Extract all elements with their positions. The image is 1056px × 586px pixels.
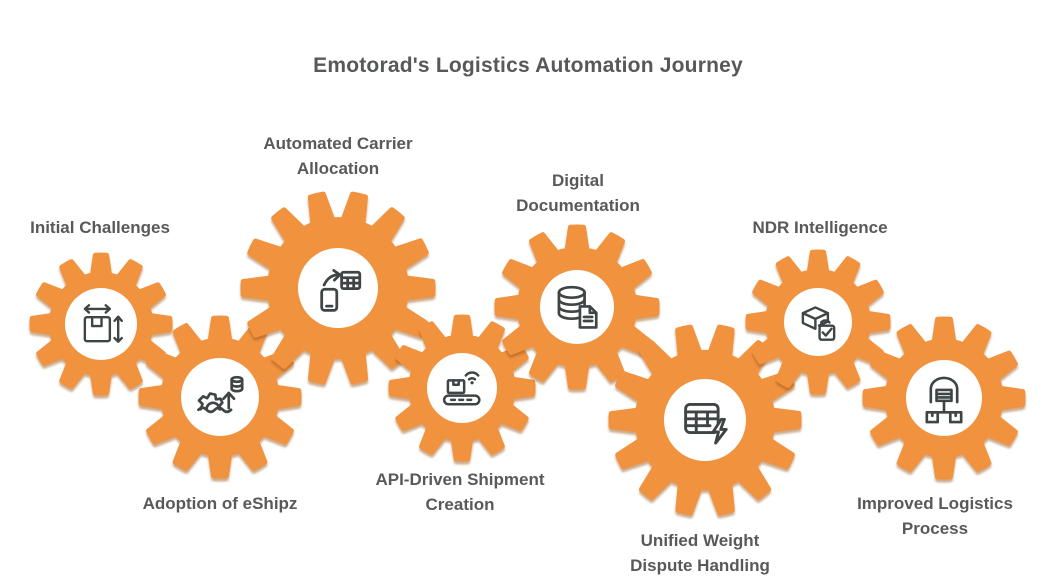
gear-hole bbox=[181, 358, 259, 436]
gear-hole bbox=[784, 288, 852, 356]
gear-hole bbox=[540, 270, 614, 344]
gear-initial-challenges bbox=[29, 252, 173, 396]
gear-ndr-intelligence bbox=[745, 249, 891, 395]
gear-adoption-of-eshipz bbox=[138, 315, 302, 479]
page-title: Emotorad's Logistics Automation Journey bbox=[313, 54, 743, 77]
gear-digital-documentation bbox=[494, 224, 660, 390]
gear-label-adoption-of-eshipz: Adoption of eShipz bbox=[142, 494, 298, 513]
gear-label-initial-challenges: Initial Challenges bbox=[30, 218, 170, 237]
gear-label-improved-logistics-process: Improved Logistics Process bbox=[857, 494, 1013, 538]
gear-label-digital-documentation: Digital Documentation bbox=[516, 171, 640, 215]
gear-label-automated-carrier-allocation: Automated Carrier Allocation bbox=[263, 134, 413, 178]
gear-hole bbox=[298, 248, 378, 328]
gear-label-unified-weight-dispute-handling: Unified Weight Dispute Handling bbox=[630, 531, 770, 575]
gear-automated-carrier-allocation bbox=[240, 191, 436, 385]
gear-unified-weight-dispute-handling bbox=[608, 324, 802, 516]
gear-label-ndr-intelligence: NDR Intelligence bbox=[752, 218, 888, 237]
gear-improved-logistics-process bbox=[862, 316, 1026, 480]
gear-label-api-driven-shipment-creation: API-Driven Shipment Creation bbox=[375, 470, 545, 514]
gear-api-driven-shipment-creation bbox=[388, 314, 536, 462]
gear-hole bbox=[427, 353, 497, 423]
